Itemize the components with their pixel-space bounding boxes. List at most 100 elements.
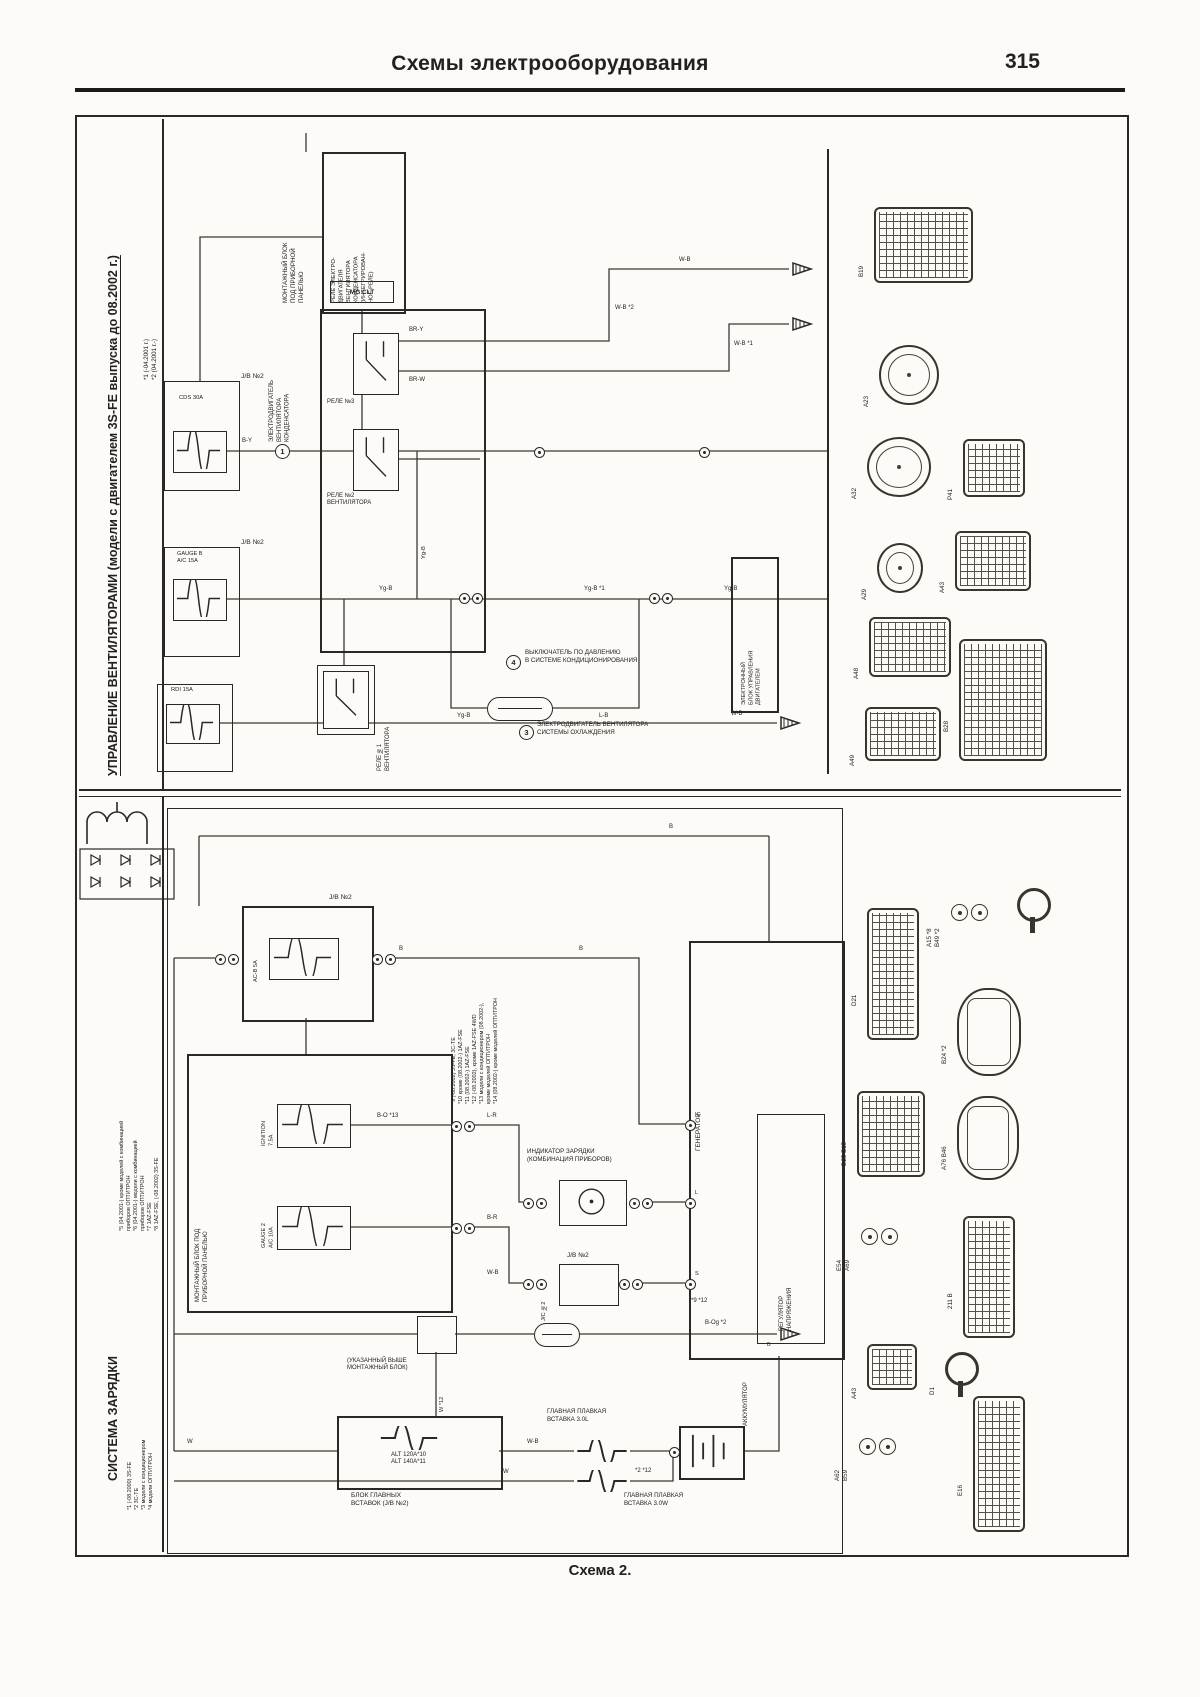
panel-footnote: *5 (04.2001-) кроме моделей с комбинацие… xyxy=(119,1120,161,1231)
wiring-lines xyxy=(173,835,780,1482)
connector-illustration xyxy=(874,207,973,283)
junction-block xyxy=(164,547,240,657)
ground-icon xyxy=(779,1325,803,1348)
wiring-lines xyxy=(199,133,827,724)
diode-bridge-symbol xyxy=(79,848,175,900)
connector-illustration xyxy=(959,639,1047,761)
wire-label: BR-Y xyxy=(409,327,424,333)
fusible-link-symbol xyxy=(574,1435,630,1467)
wire-label: B xyxy=(579,946,584,952)
fuse-symbol xyxy=(173,574,227,623)
wire-label: Yg-B *1 xyxy=(584,586,605,592)
generator-box xyxy=(689,941,845,1360)
wire-label: Yg-B xyxy=(724,586,738,592)
connector-label: D21 xyxy=(851,994,858,1006)
connector-pair-illustration xyxy=(951,904,988,921)
diagram-vlabel: МОНТАЖНЫЙ БЛОК ПОД ПРИБОРНОЙ ПАНЕЛЬЮ xyxy=(282,242,306,304)
wire-label: Yg-B xyxy=(457,713,471,719)
panel-footnote: *1 (-08.2000) 3S-FE *2 3C-TE *3 модели с… xyxy=(127,1439,155,1510)
fuse-symbol xyxy=(277,1201,351,1252)
connector-label: B19 xyxy=(858,265,865,277)
panel-title-fans: УПРАВЛЕНИЕ ВЕНТИЛЯТОРАМИ (модели с двига… xyxy=(106,255,120,776)
page-title: Схемы электрооборудования xyxy=(391,52,709,75)
relay-symbol xyxy=(353,429,399,491)
connector-illustration xyxy=(867,1344,917,1390)
circled-number: 3 xyxy=(519,725,534,740)
connector-pair xyxy=(629,1198,653,1209)
connector-label: A48 xyxy=(853,667,860,679)
connector-label: A29 xyxy=(861,588,868,600)
ground-icon xyxy=(791,260,815,283)
diagram-vlabel: J/C №2 xyxy=(541,1301,547,1321)
connector-pair-illustration xyxy=(861,1228,898,1245)
connector-illustration xyxy=(963,1216,1015,1338)
diagram-label: J/B №2 xyxy=(567,1252,589,1259)
stator-winding-symbol xyxy=(79,796,155,848)
fuse-label: ALT 120A*10 ALT 140A*11 xyxy=(391,1452,427,1466)
junction-block xyxy=(157,684,233,772)
connector-pair xyxy=(523,1198,547,1209)
mg-clt-box: MG CLT xyxy=(330,281,394,303)
fusible-link-symbol xyxy=(574,1465,630,1497)
fuse-label: GAUGE 2 A/C 10A xyxy=(261,1223,275,1248)
connector-label: A32 xyxy=(851,487,858,499)
wire-connector-node xyxy=(699,447,710,458)
relay-symbol xyxy=(353,333,399,395)
wire-label: *9 *12 xyxy=(691,1298,708,1304)
mounting-block-ref xyxy=(417,1316,457,1354)
wire-label: W-B *1 xyxy=(734,341,753,347)
panel-divider xyxy=(79,789,1121,797)
connector-label: D25 B15 xyxy=(841,1141,848,1166)
diagram-label: РЕЛЕ №2 ВЕНТИЛЯТОРА xyxy=(327,493,372,507)
connector-pair xyxy=(619,1279,643,1290)
connector-label: A43 xyxy=(939,581,946,593)
connector-illustration xyxy=(973,1396,1025,1532)
connector-pair xyxy=(523,1279,547,1290)
connector-label: B24 *2 xyxy=(941,1045,948,1064)
connector-illustration xyxy=(957,1096,1019,1180)
panel-footnote: *9 (-08.2002) 3S-FE, 3C-TE *10 кроме (08… xyxy=(451,998,500,1104)
charging-system-diagram: СИСТЕМА ЗАРЯДКИ*5 (04.2001-) кроме модел… xyxy=(79,796,1125,1554)
diagram-label: J/B №2 xyxy=(241,373,264,380)
fusible-link-symbol xyxy=(377,1421,441,1455)
circled-number: 1 xyxy=(275,444,290,459)
connector-pair xyxy=(459,593,483,604)
wire-connector-node xyxy=(685,1279,696,1290)
wire-label: W-B xyxy=(679,257,691,263)
engine-ecu-box xyxy=(731,557,779,713)
wire-label: Yg-B xyxy=(379,586,393,592)
diagram-label: (УКАЗАННЫЙ ВЫШЕ МОНТАЖНЫЙ БЛОК) xyxy=(347,1358,408,1372)
fuse-label: CDS 30A xyxy=(179,395,204,401)
fuse-label: GAUGE B A/C 15A xyxy=(177,551,203,564)
connector-illustration xyxy=(869,617,951,677)
diagram-label: РЕЛЕ №3 xyxy=(327,399,355,405)
fuse-symbol xyxy=(269,933,339,982)
connector-illustration xyxy=(867,437,931,497)
battery-symbol xyxy=(679,1426,745,1480)
terminal-label: L xyxy=(695,1190,699,1196)
diagram-vlabel: РЕЛЕ №1 ВЕНТИЛЯТОРА xyxy=(377,726,391,771)
connector-pair xyxy=(451,1121,475,1132)
connector-label: A76 B46 xyxy=(941,1146,948,1170)
diagram-vlabel: РЕГУЛЯТОР НАПРЯЖЕНИЯ xyxy=(779,1287,793,1331)
fuse-label: RDI 15A xyxy=(171,687,193,693)
connector-label: E16 xyxy=(957,1484,964,1496)
diagram-label: J/B №2 xyxy=(329,894,352,901)
wire-label: B-Y xyxy=(242,438,253,444)
wire-label: B xyxy=(669,824,674,830)
diagram-label: ГЛАВНАЯ ПЛАВКАЯ ВСТАВКА 3.0W xyxy=(624,1492,684,1507)
terminal-label: S xyxy=(695,1271,699,1277)
ring-terminal-icon xyxy=(1017,888,1051,933)
connector-pair-illustration xyxy=(859,1438,896,1455)
connector-label: P41 xyxy=(947,488,954,500)
wire-label: W xyxy=(187,1439,193,1445)
diagram-vlabel: ЭЛЕКТРОННЫЙ БЛОК УПРАВЛЕНИЯ ДВИГАТЕЛЕМ xyxy=(741,650,762,705)
connector-label: A49 xyxy=(849,754,856,766)
dash-junction-block xyxy=(187,1054,453,1313)
wire-label: B-O *13 xyxy=(377,1113,399,1119)
relay-mounting-block xyxy=(320,309,486,653)
connector-illustration xyxy=(877,543,923,593)
ring-terminal-icon xyxy=(945,1352,979,1397)
wire-label: B-R xyxy=(487,1215,498,1221)
